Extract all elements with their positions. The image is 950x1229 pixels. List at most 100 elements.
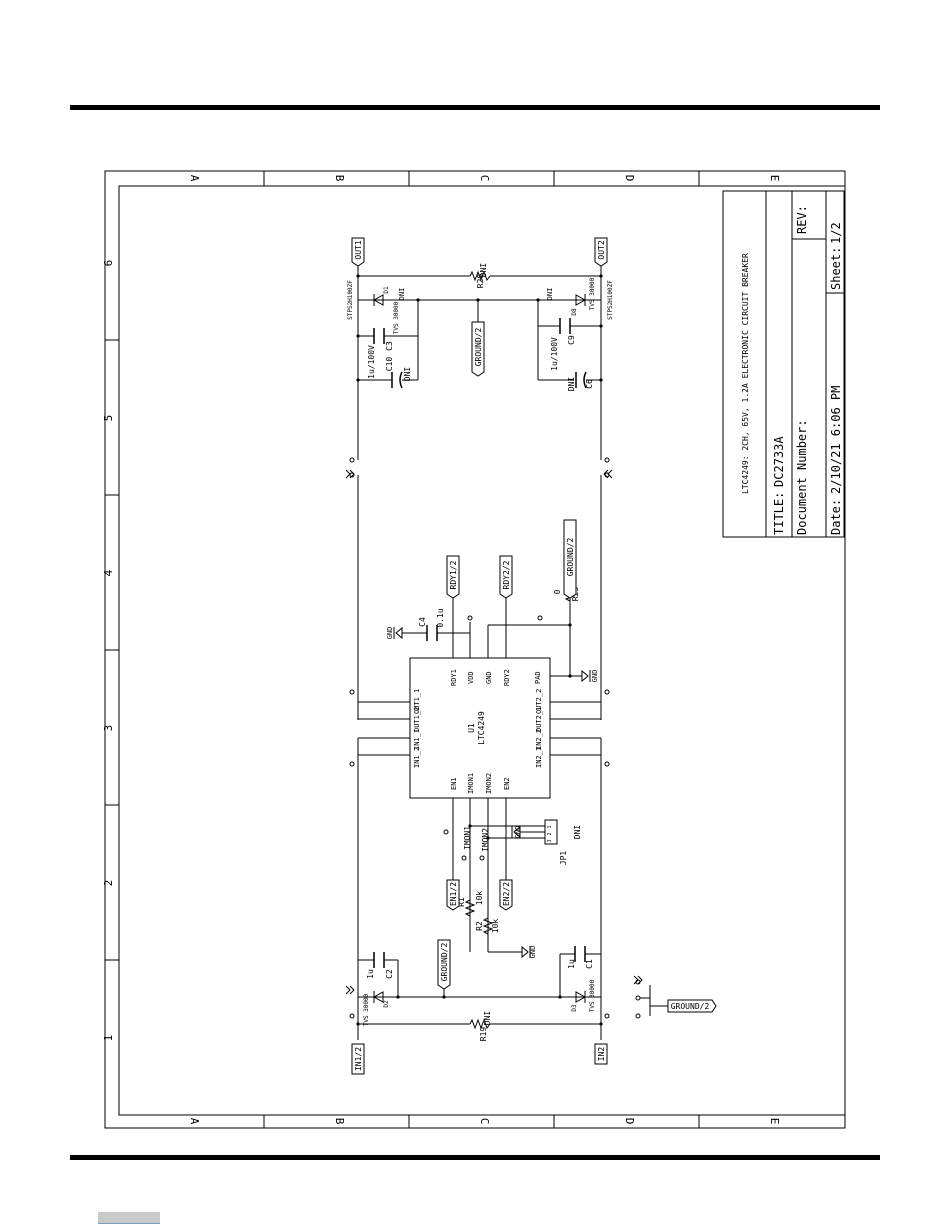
r19-ref: R19 [479,1027,488,1042]
c10-ref: C10 [385,357,394,372]
c2-ref: C2 [385,969,394,979]
document-number-label: Document Number: [795,419,809,535]
port-out2: OUT2 [597,240,606,259]
gnd-label-r2: GND [529,946,537,959]
col-label-e-top: E [768,175,781,182]
gnd-label-c4: GND [386,627,394,640]
stps-bottom: STPS2H100ZF [607,280,614,320]
col-label-a-top: A [188,175,201,182]
row-label-3: 3 [102,725,115,732]
gnd-label-jp1: GND [514,826,522,839]
port-ground-far: GROUND/2 [671,1002,710,1011]
c1-ref: C1 [585,959,594,969]
jp1-pin-2: 2 [547,832,553,835]
col-label-c-bottom: C [478,1118,491,1125]
ic-ref: U1 [467,723,476,733]
r1-value: 10k [475,891,484,906]
col-label-c-top: C [478,175,491,182]
pin-rdy1: RDY1 [450,669,458,686]
sheet-label: Sheet: [829,247,843,290]
d1-ref: D1 [383,286,390,294]
offpage-ports [351,237,717,1075]
gnd-label-pad: GND [591,670,599,683]
col-label-e-bottom: E [768,1118,781,1125]
pin-rdy2: RDY2 [503,669,511,686]
pin-gnd: GND [485,671,493,684]
c2-value: 1u [366,969,375,979]
imon1-label: IMON1 [463,826,472,850]
d1-value: TVS 30000 [393,301,400,334]
sheet-value: 1/2 [829,222,843,244]
port-rdy2: RDY2/2 [502,560,511,589]
row-label-2: 2 [102,880,115,887]
pin-en1: EN1 [450,777,458,790]
pin-out2-2: OUT2_2 [535,689,543,714]
resistor-symbols [464,270,576,1030]
r2-ref: R2 [475,921,484,931]
port-in1: IN1/2 [354,1047,363,1071]
c1-value: 1u [567,959,576,969]
c3-ref: C3 [385,341,394,351]
pin-out1-1: OUT1_1 [413,689,421,714]
r20-value: DNI [479,263,488,278]
port-ground-bottom: GROUND/2 [440,943,449,982]
jp1-pin-3: 3 [547,839,553,842]
pin-in1-2: IN1_2 [413,747,421,768]
pin-in2-2: IN2_2 [535,729,543,750]
port-rdy1: RDY1/2 [449,560,458,589]
col-label-a-bottom: A [188,1118,201,1125]
jp1-ref: JP1 [559,851,568,866]
d8-dni: DNI [546,288,554,301]
pin-en2: EN2 [503,777,511,790]
imon2-label: IMON2 [481,828,490,852]
r20-ref: R20 [476,274,485,289]
title-block-description: LTC4249: 2CH, 65V, 1.2A ELECTRONIC CIRCU… [741,253,750,494]
date-label: Date: [829,499,843,535]
pin-out1-2: OUT1_2 [413,707,421,732]
bottom-rule [70,1155,880,1160]
pin-in2-1: IN2_1 [535,747,543,768]
ground-symbols [393,626,591,959]
page-tab [98,1212,160,1224]
date-value: 2/10/21 6:06 PM [829,386,843,494]
pin-pad: PAD [534,671,542,684]
d3-value: TVS 30000 [589,979,596,1012]
pin-vdd: VDD [467,671,475,684]
wiring [357,262,668,1040]
junction-dots [356,274,603,1026]
rev-label: REV: [795,205,809,234]
ic-u1-body [409,657,551,799]
d8-ref: D8 [571,308,578,316]
port-in2: IN2 [597,1047,606,1062]
row-label-5: 5 [102,415,115,422]
pin-in1-1: IN1_1 [413,729,421,750]
r19-value: DNI [483,1011,492,1026]
c9-value: 1u/100V [550,337,559,371]
col-label-d-bottom: D [623,1118,636,1125]
r23-value: 0 [553,589,562,594]
row-label-1: 1 [102,1035,115,1042]
d2-value: TVS 30000 [363,993,370,1026]
row-label-6: 6 [102,260,115,267]
chevron-connectors [345,469,643,995]
c9-ref: C9 [567,335,576,345]
r1-ref: R1 [457,897,466,907]
title-value: DC2733A [772,436,786,487]
r2-value: 10k [491,919,500,934]
sheet-frame [104,170,846,1129]
title-block [722,190,845,538]
title-label: TITLE: [772,492,786,535]
d2-ref: D2 [383,1000,390,1008]
port-out1: OUT1 [354,240,363,259]
jp1-pin-1: 1 [547,825,553,828]
pin-out2-1: OUT2_1 [535,707,543,732]
col-label-b-top: B [333,175,346,182]
d3-ref: D3 [571,1004,578,1012]
c4-ref: C4 [418,617,427,627]
jp1-body [544,819,558,845]
test-points [349,457,641,1019]
jp1-dni: DNI [573,825,582,840]
stps-top: STPS2H100ZF [347,280,354,320]
port-en1: EN1/2 [449,882,458,906]
